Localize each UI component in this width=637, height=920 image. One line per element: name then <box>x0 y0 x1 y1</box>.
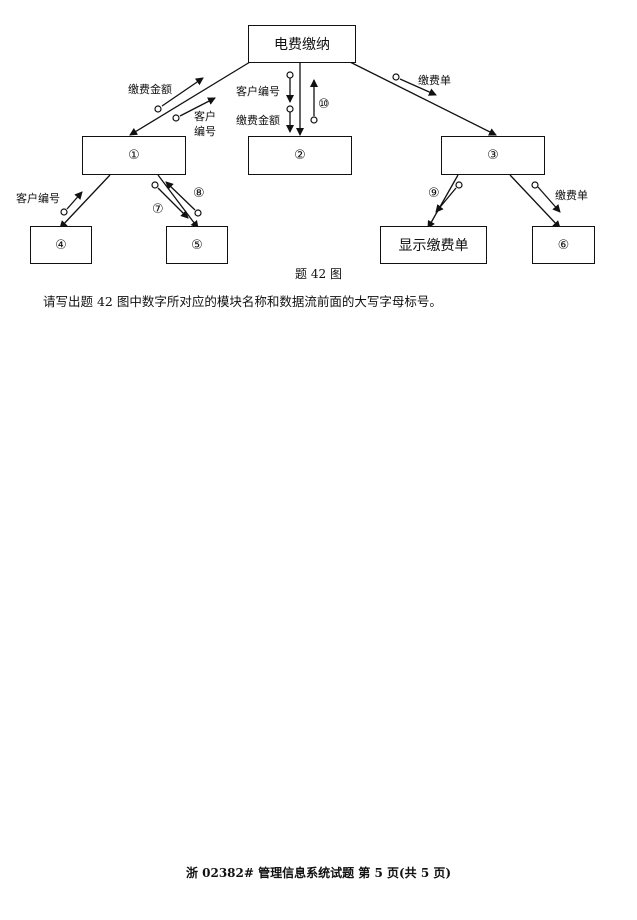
flow-tail-customer-a <box>172 114 180 122</box>
connector-root-m1 <box>129 61 251 136</box>
module-3-label: ③ <box>487 148 499 163</box>
connector-m3-m6 <box>509 174 561 229</box>
flow-arrow-n9 <box>435 187 457 213</box>
flow-label-n7: ⑦ <box>152 202 164 217</box>
module-display-bill-label: 显示缴费单 <box>398 238 469 254</box>
flow-label-n8: ⑧ <box>193 186 205 201</box>
module-2-label: ② <box>294 148 306 163</box>
connector-m1-m5 <box>157 174 199 229</box>
module-6-label: ⑥ <box>557 237 570 253</box>
connector-m1-m4 <box>59 174 111 229</box>
flow-arrow-n7 <box>157 187 189 219</box>
flow-arrow-customer-a <box>179 97 216 117</box>
flow-tail-pay-bill-b <box>531 181 539 189</box>
flow-label-pay-bill-b: 缴费单 <box>555 189 588 202</box>
flow-tail-pay-amount-a <box>154 105 162 113</box>
module-5-label: ⑤ <box>191 237 203 253</box>
module-root: 电费缴纳 <box>248 25 356 63</box>
flow-tail-n8 <box>194 209 202 217</box>
module-root-label: 电费缴纳 <box>274 37 330 53</box>
module-3: ③ <box>441 136 545 175</box>
flow-tail-n7 <box>151 181 159 189</box>
flow-label-pay-bill-a: 缴费单 <box>418 74 451 87</box>
module-1-label: ① <box>128 148 140 163</box>
flow-label-customer-b: 客户编号 <box>236 85 280 98</box>
flow-tail-customer-b <box>286 71 294 79</box>
flow-arrow-pay-bill-a <box>399 78 437 96</box>
flow-arrow-pay-bill-b <box>537 186 561 213</box>
page-footer: 浙 02382# 管理信息系统试题 第 5 页(共 5 页) <box>185 866 452 880</box>
connector-m3-display <box>427 174 459 229</box>
flow-arrow-customer-c <box>66 191 83 210</box>
flow-arrow-n8 <box>165 181 196 211</box>
structure-chart-connectors <box>59 61 561 229</box>
flow-tail-n9 <box>455 181 463 189</box>
flow-label-customer-c: 客户编号 <box>16 192 60 205</box>
flow-label-customer-a-line1: 客户 <box>194 110 216 123</box>
flow-label-n10: ⑩ <box>318 97 330 112</box>
flow-tail-pay-amount-b <box>286 105 294 113</box>
connector-root-m3 <box>349 61 497 136</box>
module-display-bill: 显示缴费单 <box>380 226 487 264</box>
question-text: 请写出题 42 图中数字所对应的模块名称和数据流前面的大写字母标号。 <box>43 294 442 309</box>
flow-label-customer-a-line2: 编号 <box>194 125 216 138</box>
module-6: ⑥ <box>532 226 595 264</box>
flow-tail-pay-bill-a <box>392 73 400 81</box>
module-2: ② <box>248 136 352 175</box>
module-5: ⑤ <box>166 226 228 264</box>
flow-tail-customer-c <box>60 208 68 216</box>
flow-label-n9: ⑨ <box>428 186 440 201</box>
module-4: ④ <box>30 226 92 264</box>
module-4-label: ④ <box>55 237 67 253</box>
flow-tail-n10 <box>310 116 318 124</box>
flow-arrow-pay-amount-a <box>161 77 204 107</box>
flow-label-pay-amount-b: 缴费金额 <box>236 114 280 127</box>
module-1: ① <box>82 136 186 175</box>
figure-caption: 题 42 图 <box>295 267 342 281</box>
flow-label-pay-amount-a: 缴费金额 <box>128 83 172 96</box>
